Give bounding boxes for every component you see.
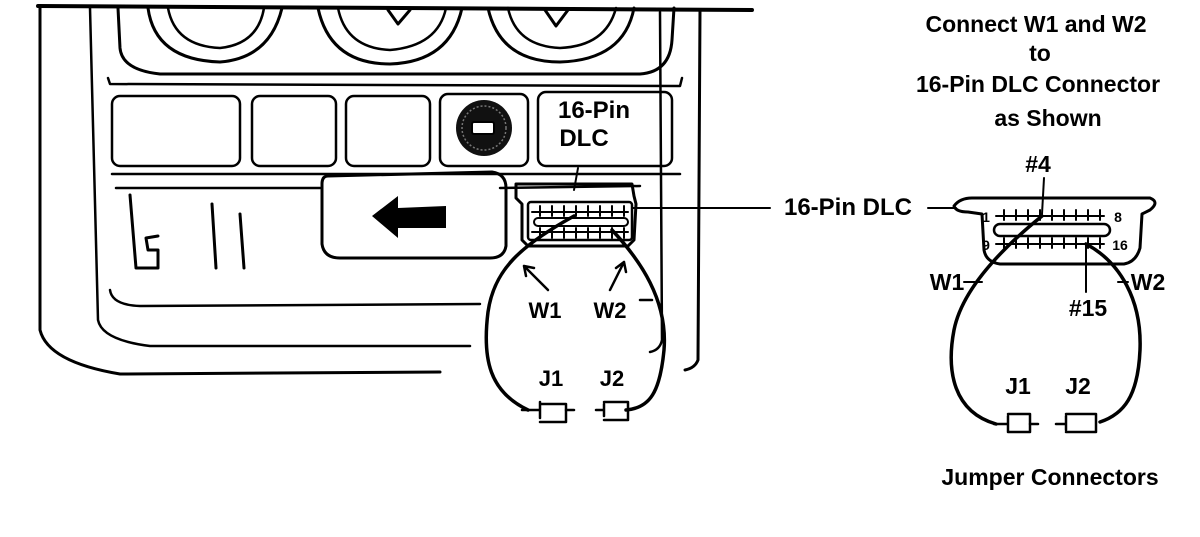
detail-wire-w2 bbox=[1084, 242, 1142, 424]
detail-wire-w1 bbox=[949, 214, 1044, 426]
gauge-right bbox=[486, 6, 636, 64]
pin-8-label: 8 bbox=[1114, 209, 1122, 225]
title-block: Connect W1 and W2 to 16-Pin DLC Connecto… bbox=[916, 11, 1160, 131]
dash-wire-w1 bbox=[484, 214, 576, 412]
dash-jumper-wires bbox=[484, 214, 667, 424]
detail-bottom-pins bbox=[1003, 237, 1101, 249]
dash-wire-w2 bbox=[610, 228, 667, 412]
title-line-3: 16-Pin DLC Connector bbox=[916, 71, 1160, 97]
jumper-connectors-caption: Jumper Connectors bbox=[941, 464, 1158, 490]
pin-9-label: 9 bbox=[982, 237, 990, 253]
dash-top-edge bbox=[36, 4, 754, 12]
detail-w1-label: W1 bbox=[930, 269, 965, 295]
gauge-housing bbox=[116, 6, 676, 76]
switch-blank-1 bbox=[110, 94, 242, 168]
detail-dlc-housing bbox=[952, 196, 1157, 266]
title-line-2: to bbox=[1029, 40, 1051, 66]
dash-w1-label: W1 bbox=[529, 298, 562, 323]
detail-j2-label: J2 bbox=[1065, 373, 1091, 399]
title-line-4: as Shown bbox=[994, 105, 1101, 131]
gauge-center bbox=[316, 6, 464, 66]
dlc-location-panel bbox=[536, 90, 674, 168]
access-cover bbox=[320, 170, 508, 260]
pin-1-label: 1 bbox=[982, 209, 990, 225]
dash-dlc-label-line2: DLC bbox=[559, 125, 608, 152]
dash-dlc-label-line1: 16-Pin bbox=[558, 97, 630, 124]
detail-j2-plug bbox=[1054, 412, 1098, 434]
dash-j1-plug bbox=[520, 400, 568, 424]
dash-lower-trim bbox=[108, 288, 482, 308]
dash-panel bbox=[36, 4, 754, 376]
dlc-callout-label: 16-Pin DLC bbox=[784, 194, 912, 221]
w1-arrow-icon bbox=[522, 264, 550, 292]
knob-housing bbox=[438, 92, 530, 168]
detail-top-pins bbox=[1003, 209, 1101, 221]
detail-w2-label: W2 bbox=[1131, 269, 1166, 295]
dash-j2-label: J2 bbox=[600, 366, 624, 391]
switch-row bbox=[110, 90, 674, 168]
detail-j1-label: J1 bbox=[1005, 373, 1031, 399]
gauge-left bbox=[146, 6, 284, 64]
connector-detail: 1 8 9 16 #4 #15 W1 W2 J1 J2 bbox=[930, 151, 1166, 434]
switch-blank-2 bbox=[250, 94, 338, 168]
switch-blank-3 bbox=[344, 94, 432, 168]
dash-inner-left bbox=[88, 6, 472, 348]
dash-outer-left bbox=[38, 6, 442, 376]
dash-w2-label: W2 bbox=[594, 298, 627, 323]
detail-center-slot bbox=[992, 222, 1112, 238]
title-line-1: Connect W1 and W2 bbox=[925, 11, 1146, 37]
dash-inner-right bbox=[648, 10, 664, 354]
left-arrow-icon bbox=[372, 196, 446, 238]
dash-outer-right bbox=[683, 8, 702, 372]
pin-16-label: 16 bbox=[1112, 237, 1128, 253]
dash-j1-label: J1 bbox=[539, 366, 563, 391]
w2-arrow-icon bbox=[608, 260, 628, 292]
pin-15-callout: #15 bbox=[1069, 295, 1108, 321]
detail-j1-plug bbox=[992, 412, 1032, 434]
left-vent bbox=[128, 193, 160, 270]
pin-4-callout: #4 bbox=[1025, 151, 1051, 177]
dash-j2-plug bbox=[594, 400, 630, 422]
